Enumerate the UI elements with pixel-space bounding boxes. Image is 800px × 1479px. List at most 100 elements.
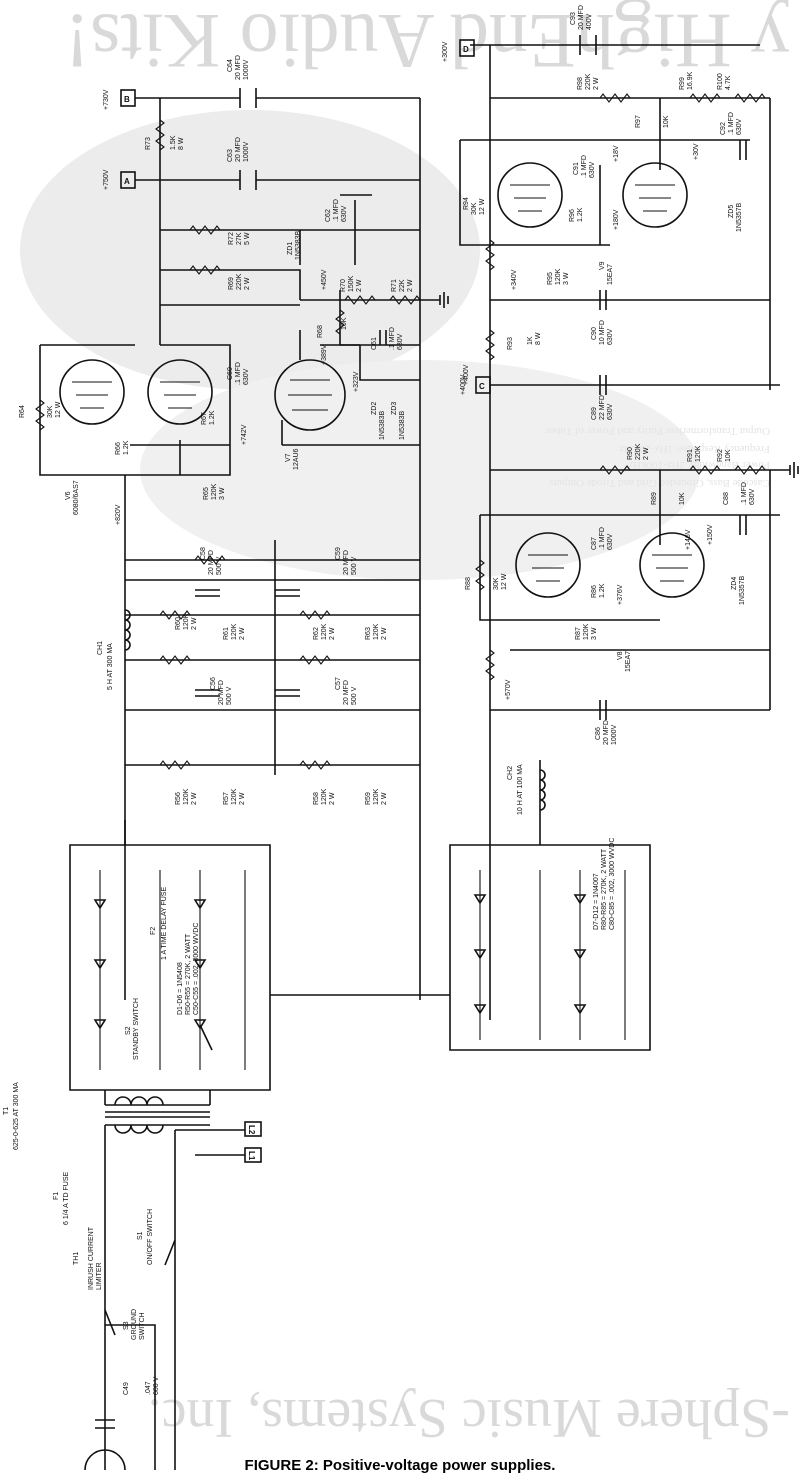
label-r58-rating: 2 W	[329, 792, 336, 805]
label-c87-ref: C87	[591, 537, 598, 550]
node-label-l2: L2	[247, 1125, 256, 1135]
label-c88-rating: 630V	[749, 488, 756, 505]
label-v820: +820V	[115, 504, 122, 525]
label-r73-rating: 8 W	[178, 137, 185, 150]
label-c57-rating: 500 V	[351, 686, 358, 705]
label-r69-rating: 2 W	[244, 277, 251, 290]
label-c62-ref: C62	[325, 209, 332, 222]
label-r93-value: 1K	[527, 336, 534, 345]
label-zd3-ref: ZD3	[391, 402, 398, 415]
label-c63-value: 20 MFD	[235, 137, 242, 162]
label-bom-left-3: C50-C55 = .002, 3000 WVDC	[193, 923, 200, 1015]
label-c86-ref: C86	[595, 727, 602, 740]
label-c86-value: 20 MFD	[603, 720, 610, 745]
label-c90-ref: C90	[591, 327, 598, 340]
label-r56-ref: R56	[175, 792, 182, 805]
label-r64-value: 30K	[47, 405, 54, 418]
label-r91-value: 120K	[695, 445, 702, 462]
label-r64-ref: R64	[19, 405, 26, 418]
label-r96-ref: R96	[569, 209, 576, 222]
label-r94-value: 30K	[471, 202, 478, 215]
on-off-switch-blade	[164, 1239, 176, 1266]
label-r56-rating: 2 W	[191, 792, 198, 805]
label-c60-rating: 630V	[243, 368, 250, 385]
label-bom-left-1: D1-D6 = 1N5408	[177, 962, 184, 1015]
label-r70-rating: 2 W	[356, 279, 363, 292]
label-c56-value: 20 MFD	[218, 680, 225, 705]
label-c63-rating: 1000V	[243, 141, 250, 162]
label-v9-type: 15EA7	[607, 264, 614, 285]
label-zd2-ref: ZD2	[371, 402, 378, 415]
label-r87-ref: R87	[575, 627, 582, 640]
label-c57-ref: C57	[335, 677, 342, 690]
label-c56-rating: 500 V	[226, 686, 233, 705]
label-r69-value: 220K	[236, 273, 243, 290]
label-r57-ref: R57	[223, 792, 230, 805]
label-c63-ref: C63	[227, 149, 234, 162]
label-zd4-value: 1N5357B	[739, 575, 746, 605]
ground-switch-blade	[104, 1309, 116, 1336]
label-r86-ref: R86	[591, 585, 598, 598]
label-r59-value: 120K	[373, 788, 380, 805]
label-c89-ref: C89	[591, 407, 598, 420]
label-th1-value2: LIMITER	[96, 1262, 103, 1290]
label-r60-ref: R60	[175, 617, 182, 630]
label-r99-ref: R99	[679, 77, 686, 90]
label-r69-ref: R69	[228, 277, 235, 290]
label-f1-value: 6 1/4 A TD FUSE	[63, 1171, 70, 1225]
label-ch1-ref: CH1	[97, 641, 104, 655]
bg-spec-line-1: Output Transformerless Purity and Power …	[546, 425, 770, 437]
vacuum-tubes	[59, 162, 705, 598]
tube-v6-section-2	[147, 359, 213, 425]
label-r98-rating: 2 W	[593, 77, 600, 90]
label-ch2-ref: CH2	[507, 766, 514, 780]
label-c58-ref: C58	[200, 547, 207, 560]
background-bleed: y HighEnd Audio Kits! -Sphere Music Syst…	[20, 0, 790, 1449]
label-r88-ref: R88	[465, 577, 472, 590]
label-bom-left-2: R50-R55 = 270K, 2 WATT	[185, 933, 192, 1015]
label-zd1-value: 1N5383B	[295, 230, 302, 260]
label-r97-value: 10K	[663, 115, 670, 128]
bg-spec-line-3: Power Bandwidth: 2Hz-100kHz	[628, 459, 770, 471]
ground-icon-left	[439, 292, 449, 308]
label-r93-rating: 8 W	[535, 332, 542, 345]
label-c49-rating: 600 V	[153, 1376, 160, 1395]
label-r73-value: 1.5K	[170, 135, 177, 150]
bg-header-text: y HighEnd Audio Kits!	[64, 0, 790, 85]
label-c90-value: 10 MFD	[599, 320, 606, 345]
label-s1-value: ON/OFF SWITCH	[147, 1209, 154, 1265]
node-label-l1: L1	[247, 1151, 256, 1161]
label-v340: +340V	[511, 269, 518, 290]
label-zd5-ref: ZD5	[728, 205, 735, 218]
label-r59-ref: R59	[365, 792, 372, 805]
tube-v9-section-2	[622, 162, 688, 228]
label-c59-value: 20 MFD	[343, 550, 350, 575]
label-r90-value: 220K	[635, 443, 642, 460]
label-r89-value: 10K	[679, 492, 686, 505]
node-voltage-a: +750V	[103, 169, 110, 190]
label-r100-value: 4.7K	[725, 75, 732, 90]
label-r71-ref: R71	[391, 279, 398, 292]
node-box-b	[120, 89, 136, 107]
label-v150: +150V	[707, 524, 714, 545]
label-v450: +450V	[321, 269, 328, 290]
node-box-a	[120, 171, 136, 189]
ground-symbols	[439, 292, 799, 478]
label-r62-value: 120K	[321, 623, 328, 640]
label-r72-value: 27K	[236, 232, 243, 245]
label-r93-ref: R93	[507, 337, 514, 350]
figure-caption: FIGURE 2: Positive-voltage power supplie…	[244, 1457, 556, 1474]
label-r58-ref: R58	[313, 792, 320, 805]
node-label-d: D	[463, 45, 469, 54]
label-r70-ref: R70	[340, 279, 347, 292]
label-s3-value2: SWITCH	[139, 1312, 146, 1340]
label-r63-rating: 2 W	[381, 627, 388, 640]
label-c57-value: 20 MFD	[343, 680, 350, 705]
tube-v8-section-1	[515, 532, 581, 598]
label-c62-rating: 630V	[341, 205, 348, 222]
node-voltage-c: +400V	[460, 374, 467, 395]
label-v180: +180V	[613, 209, 620, 230]
label-f1-ref: F1	[53, 1192, 60, 1200]
label-s2-value: STANDBY SWITCH	[133, 998, 140, 1060]
node-label-b: B	[124, 95, 130, 104]
